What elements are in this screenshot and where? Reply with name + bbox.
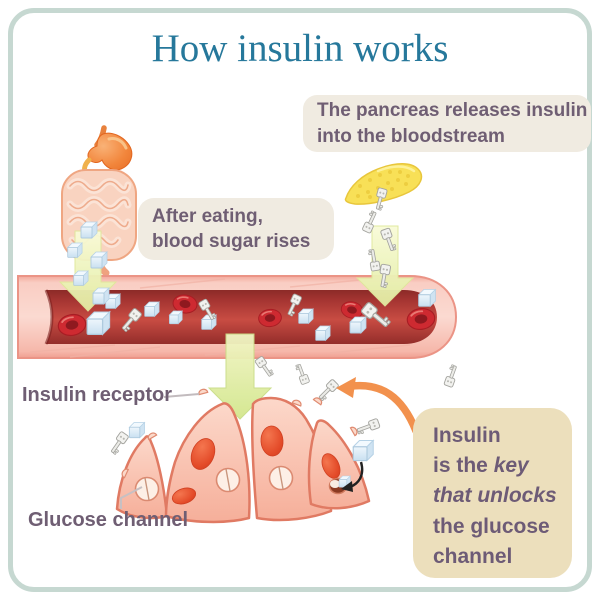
glucose-cube-icon [73,270,89,286]
cell-cluster-illustration [107,355,381,524]
glucose-cube-icon [67,242,83,258]
insulin-key-icon [355,417,381,436]
insulin-receptor-bump [197,387,209,396]
orange-curved-arrow-icon [336,377,420,435]
glucose-channel-connector-line [120,486,143,509]
insulin-box-line3-italic: that unlocks [433,484,557,508]
callout-pancreas-release-line2: into the bloodstream [317,125,505,147]
glucose-channel-closed [215,467,241,493]
insulin-receptor-connector-line [163,393,200,398]
insulin-box-line1: Insulin [433,424,501,447]
glucose-cube-icon [298,308,314,324]
callout-insulin-key: Insulin is the key that unlocks the gluc… [413,408,572,578]
insulin-key-icon [315,378,340,403]
blood-vessel-illustration [17,275,458,359]
glucose-channel-open [328,475,351,495]
callout-pancreas-release: The pancreas releases insulin into the b… [303,95,591,152]
page-title: How insulin works [151,27,449,70]
insulin-receptor-bump [146,430,158,441]
pancreas-icon [344,163,423,205]
glucose-cube-icon [92,287,110,305]
glucose-channel-closed [268,465,294,491]
callout-after-eating: After eating, blood sugar rises [138,198,334,260]
insulin-key-icon [294,362,311,386]
glucose-cube-icon [352,439,374,462]
insulin-key-icon [254,355,275,379]
insulin-key-icon [443,363,461,388]
insulin-box-line2: is the key [433,451,572,481]
glucose-cube-icon [90,251,108,269]
insulin-box-line4: the glucose [433,514,550,538]
stomach-intestines-icon [61,125,137,277]
callout-pancreas-release-line1: The pancreas releases insulin [317,100,588,122]
insulin-box-line3: that unlocks [433,481,572,511]
callout-after-eating-line2: blood sugar rises [152,231,311,252]
label-insulin-receptor: Insulin receptor [22,384,173,406]
glucose-cube-icon [349,316,367,334]
insulin-box-line2-normal: is the [433,454,494,478]
glucose-cube-icon [128,422,145,439]
label-glucose-channel: Glucose channel [28,509,189,531]
insulin-box-line5: channel [433,544,513,568]
insulin-box-line2-italic: key [493,454,529,478]
arrow-glucose-entering-channel [341,461,364,492]
insulin-key-icon [107,430,130,456]
glucose-cube-icon [144,301,160,317]
glucose-cube-icon [315,325,331,341]
glucose-cube-icon [169,310,183,325]
cell-nuclei [171,425,341,505]
glucose-cube-icon [86,311,111,336]
glucose-cube-icon [418,289,436,307]
callout-after-eating-line1: After eating, [152,205,263,227]
glucose-cube-icon [80,221,98,239]
